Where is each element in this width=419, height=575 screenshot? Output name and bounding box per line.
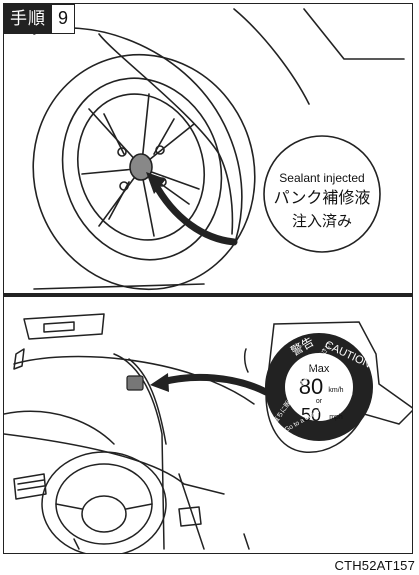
step-label: 手順 xyxy=(4,4,52,34)
spoke xyxy=(141,173,155,237)
step-number: 9 xyxy=(52,4,76,34)
spoke xyxy=(103,113,190,220)
sticker-line-en: Sealant injected xyxy=(279,171,364,185)
sealant-sticker xyxy=(263,135,381,253)
rim xyxy=(76,93,206,241)
figure-frame: 手順 9 xyxy=(3,3,413,554)
steering-hub xyxy=(81,495,127,533)
spoke xyxy=(81,168,136,175)
spoke xyxy=(141,93,150,163)
windshield-edge xyxy=(13,355,255,405)
body-panel-line xyxy=(233,8,310,105)
spoke xyxy=(145,169,200,190)
sun-visor xyxy=(23,313,105,340)
air-vent-right xyxy=(178,506,202,527)
dashboard xyxy=(4,433,225,495)
air-vent xyxy=(13,473,47,500)
figure-code: CTH52AT157 xyxy=(334,558,415,573)
caution-unit-mph: mph xyxy=(329,414,343,421)
caution-unit-kmh: km/h xyxy=(328,387,343,394)
body-panel-line-2 xyxy=(303,8,405,60)
caution-speed-kmh: 80 xyxy=(299,374,323,399)
a-pillar xyxy=(113,353,165,550)
spoke xyxy=(143,123,195,165)
pillar-sticker xyxy=(126,375,144,391)
steering-wheel xyxy=(41,451,167,553)
step-tab: 手順 9 xyxy=(4,4,76,34)
caution-max: Max xyxy=(309,363,330,375)
section-divider xyxy=(4,293,412,297)
spoke xyxy=(98,173,138,227)
pointer-arrow-2 xyxy=(158,373,270,396)
sticker-line-jp2: 注入済み xyxy=(292,212,352,230)
caution-or: or xyxy=(316,398,323,405)
spoke xyxy=(88,108,140,165)
caution-speed-mph: 50 xyxy=(301,405,321,425)
sticker-line-jp1: パンク補修液 xyxy=(274,188,371,207)
interior-illustration: 警告 CAUTION Max 80 km/h or 50 mph 直ちに販売店へ… xyxy=(4,313,412,553)
fender-arch xyxy=(33,27,243,240)
pointer-arrow xyxy=(150,178,238,246)
wheel-hub xyxy=(129,153,153,181)
tire-illustration: Sealant injected パンク補修液 注入済み xyxy=(32,8,405,291)
ground-line xyxy=(33,283,205,290)
tire-inner xyxy=(61,77,223,261)
